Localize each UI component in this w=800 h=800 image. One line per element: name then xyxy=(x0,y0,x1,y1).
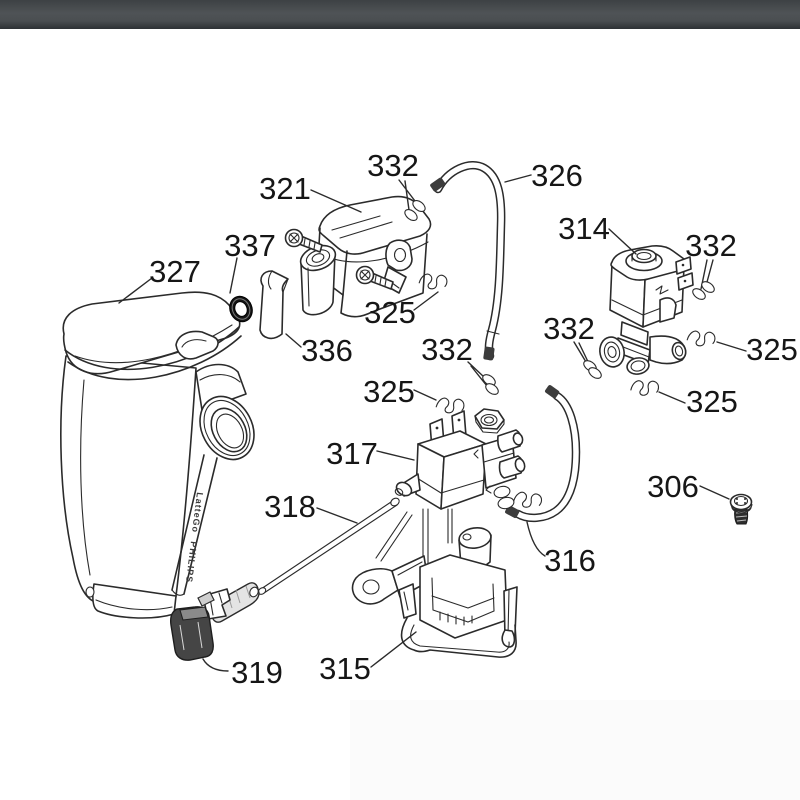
part-label-319: 319 xyxy=(231,655,283,690)
part-label-326: 326 xyxy=(531,158,583,193)
plunger xyxy=(394,473,421,497)
hose-end-fitting xyxy=(483,346,495,361)
solenoid-cap xyxy=(625,248,663,272)
part-label-332-right: 332 xyxy=(685,228,737,263)
part-label-315: 315 xyxy=(319,651,371,686)
part-label-336: 336 xyxy=(301,333,353,368)
part-label-332-mid: 332 xyxy=(543,311,595,346)
fastener-pins-right xyxy=(692,259,715,300)
screw-icon xyxy=(355,265,394,290)
part-elbow-connector xyxy=(169,582,260,661)
fastener-pins-mid xyxy=(573,341,602,379)
part-label-325-valve: 325 xyxy=(364,295,416,330)
container-brand-text: PHILIPS xyxy=(184,541,199,584)
part-label-327: 327 xyxy=(149,254,201,289)
screw-icon xyxy=(284,228,323,253)
wire-clip xyxy=(513,491,543,508)
hex-nut xyxy=(474,408,505,434)
part-milk-container: LatteGo PHILIPS xyxy=(60,291,255,619)
wire-clip xyxy=(435,397,465,414)
part-label-332-top: 332 xyxy=(367,148,419,183)
container-brand-model-text: LatteGo xyxy=(190,492,205,534)
part-long-hose xyxy=(430,161,506,361)
wire-clip xyxy=(418,273,448,290)
wire-clip xyxy=(630,380,660,396)
part-label-325-left: 325 xyxy=(363,374,415,409)
part-seal-ring xyxy=(229,295,253,323)
background-tint xyxy=(350,700,800,800)
part-label-337: 337 xyxy=(224,228,276,263)
part-mounting-bracket xyxy=(351,508,518,658)
part-label-316: 316 xyxy=(544,543,596,578)
part-label-332-left: 332 xyxy=(421,332,473,367)
leader-lines xyxy=(118,174,747,672)
part-label-325-right: 325 xyxy=(746,332,798,367)
part-label-321: 321 xyxy=(259,171,311,206)
part-label-318: 318 xyxy=(264,489,316,524)
fastener-pins-top xyxy=(398,179,426,222)
hose-end-fitting xyxy=(545,385,560,399)
part-solenoid-valve-center xyxy=(394,408,526,510)
part-label-317: 317 xyxy=(326,436,378,471)
part-label-325-below: 325 xyxy=(686,384,738,419)
part-label-314: 314 xyxy=(558,211,610,246)
fastener-pins-left xyxy=(467,361,499,395)
part-curved-sleeve xyxy=(259,270,289,340)
letterbox-top-bar xyxy=(0,0,800,29)
part-upper-valve xyxy=(284,195,432,318)
part-label-306: 306 xyxy=(647,469,699,504)
hose-end-fitting xyxy=(430,177,446,192)
spout-opening xyxy=(199,395,255,461)
part-solenoid-valve-right xyxy=(599,244,694,375)
part-screw xyxy=(729,493,753,525)
part-thin-tube xyxy=(257,497,400,595)
oring-pair xyxy=(493,485,515,510)
wire-clip xyxy=(686,330,716,347)
